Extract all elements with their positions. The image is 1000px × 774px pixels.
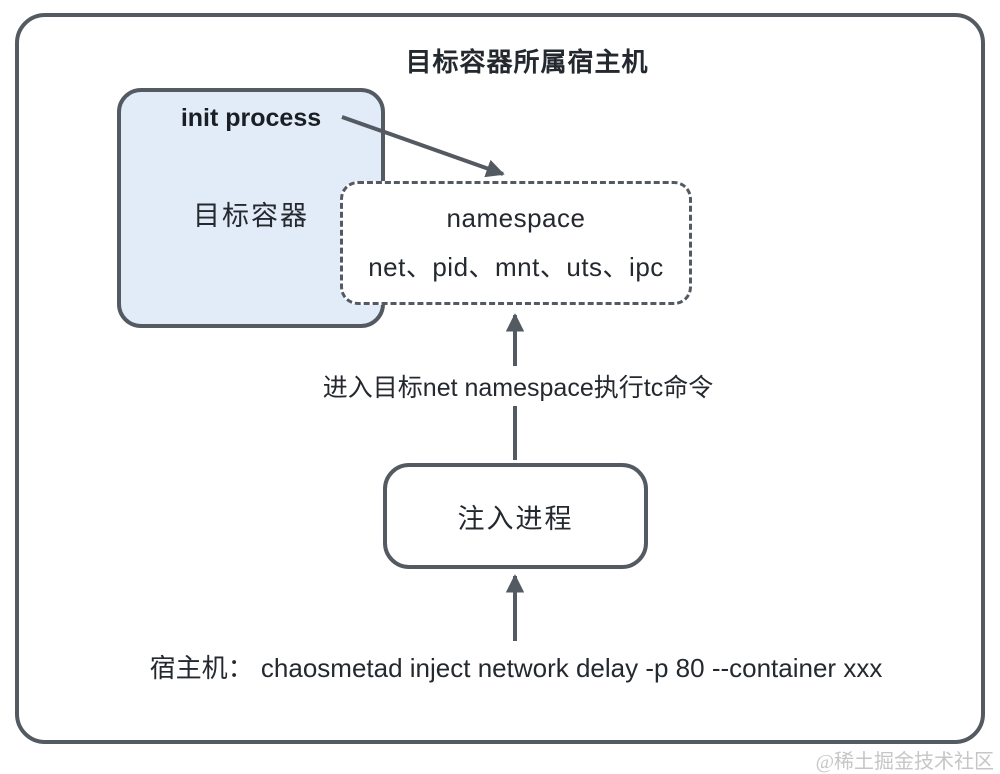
namespace-title: namespace	[446, 202, 586, 233]
namespace-types-label: net、pid、mnt、uts、ipc	[368, 251, 664, 282]
inject-process-box: 注入进程	[383, 463, 648, 569]
host-frame-title: 目标容器所属宿主机	[405, 47, 649, 77]
inject-process-label: 注入进程	[457, 503, 574, 534]
init-process-label: init process	[180, 104, 322, 132]
namespace-box: namespace net、pid、mnt、uts、ipc	[340, 181, 692, 305]
host-command-text: 宿主机： chaosmetad inject network delay -p …	[149, 653, 883, 683]
enter-namespace-label: 进入目标net namespace执行tc命令	[312, 366, 724, 406]
host-machine-frame	[15, 13, 985, 744]
target-container-label: 目标容器	[193, 201, 309, 231]
watermark-text: @稀土掘金技术社区	[815, 751, 994, 773]
